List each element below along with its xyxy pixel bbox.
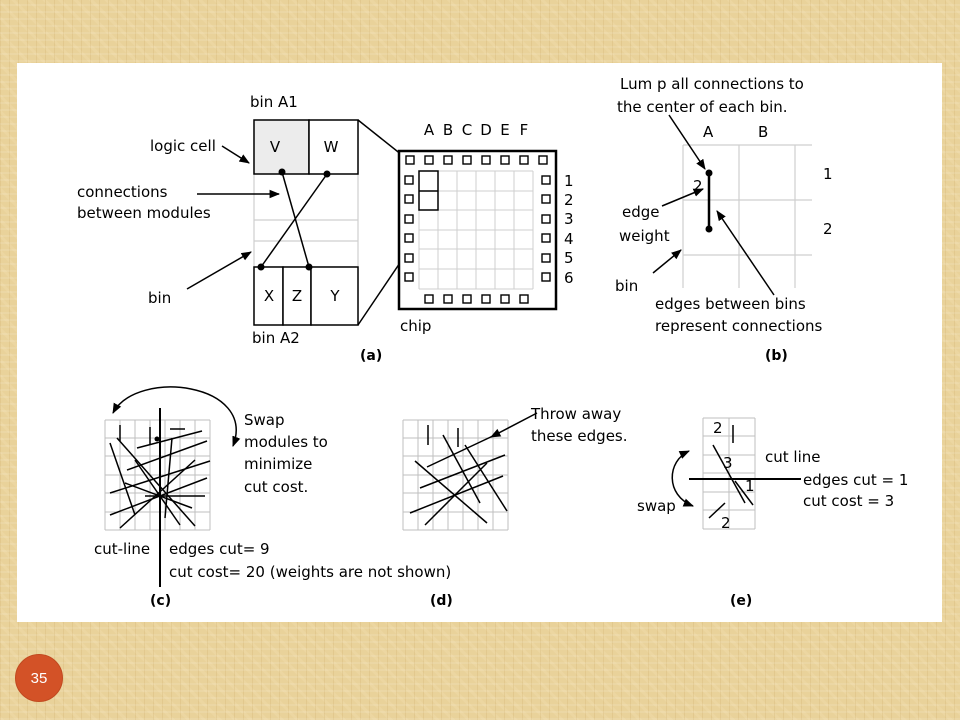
- col-label: A: [424, 121, 435, 139]
- lump-note-2: the center of each bin.: [617, 98, 788, 116]
- weight-top-e: 2: [713, 419, 723, 437]
- lump-note-1: Lum p all connections to: [620, 75, 804, 93]
- caption-a: (a): [360, 348, 382, 364]
- bin-edges-e: [708, 425, 754, 519]
- panel-b: Lum p all connections to the center of e…: [615, 75, 833, 364]
- pin-dot: [305, 263, 313, 271]
- panel-d: Throw away these edges. (d): [402, 405, 628, 609]
- cell-v: [253, 119, 310, 175]
- weight-value: 2: [693, 177, 703, 195]
- row-2-label: 2: [823, 220, 833, 238]
- weight-right-e: 1: [745, 477, 755, 495]
- swap-arrow-e: [671, 450, 694, 507]
- pin-dot: [323, 170, 331, 178]
- row-1-label: 1: [823, 165, 833, 183]
- row-label: 5: [564, 249, 574, 267]
- edges-cut-c: edges cut= 9: [169, 540, 270, 558]
- row-label: 4: [564, 230, 574, 248]
- bin-center-dot: [705, 169, 713, 177]
- bin-a2-label: bin A2: [252, 329, 300, 347]
- logic-cell-label: logic cell: [150, 137, 216, 155]
- bin-label-a: bin: [148, 289, 171, 307]
- edges-between-bins-arrow: [716, 210, 775, 296]
- cell-x-label: X: [264, 287, 274, 305]
- bin-a1-label: bin A1: [250, 93, 298, 111]
- chip-label: chip: [400, 317, 431, 335]
- row-label: 2: [564, 191, 574, 209]
- logic-cell-arrow: [221, 145, 250, 164]
- cell-w-label: W: [324, 138, 339, 156]
- pin-dot: [278, 168, 286, 176]
- caption-c: (c): [150, 593, 171, 609]
- bin-edges-d: [409, 425, 508, 526]
- panel-a: bin A1 logic cell connections between mo…: [77, 93, 574, 364]
- swap-note-4: cut cost.: [244, 478, 308, 496]
- panel-c: Swap modules to minimize cut cost. cut-l…: [94, 386, 451, 609]
- swap-arrow-c: [112, 386, 241, 447]
- edges-note-1: edges between bins: [655, 295, 806, 313]
- lump-arrow: [668, 114, 706, 170]
- pin-dot: [257, 263, 265, 271]
- bin-arrow-a: [186, 251, 252, 290]
- partitioning-figure: bin A1 logic cell connections between mo…: [77, 75, 908, 609]
- cut-cost-c: cut cost= 20 (weights are not shown): [169, 563, 451, 581]
- module-connections: [260, 171, 328, 268]
- col-label: C: [462, 121, 472, 139]
- io-pads: [404, 155, 551, 304]
- weight-mid-e: 3: [723, 454, 733, 472]
- bin-center-dot: [705, 225, 713, 233]
- col-label: E: [500, 121, 509, 139]
- cell-v-label: V: [270, 138, 281, 156]
- cut-cost-e: cut cost = 3: [803, 492, 894, 510]
- swap-note-3: minimize: [244, 455, 312, 473]
- throw-note-2: these edges.: [531, 427, 628, 445]
- bin-grid-b: [682, 144, 812, 288]
- cell-z: [282, 266, 312, 326]
- bin-edges-c: [109, 425, 211, 529]
- edge-weight-arrow: [661, 188, 704, 207]
- page-number-badge: 35: [15, 654, 63, 702]
- node-dot: [154, 436, 160, 442]
- panel-e: 2 3 1 2 swap cut line edges cut = 1 cut …: [637, 417, 908, 609]
- bin-arrow-b: [652, 249, 682, 274]
- swap-note-1: Swap: [244, 411, 285, 429]
- col-label: F: [520, 121, 529, 139]
- chip: [397, 149, 558, 311]
- row-label: 3: [564, 210, 574, 228]
- col-a-label: A: [703, 123, 714, 141]
- caption-d: (d): [430, 593, 453, 609]
- cell-z-label: Z: [292, 287, 302, 305]
- connections-label-2: between modules: [77, 204, 211, 222]
- throw-away-arrow: [490, 412, 538, 438]
- throw-note-1: Throw away: [530, 405, 621, 423]
- cell-w: [308, 119, 359, 175]
- col-label: D: [480, 121, 492, 139]
- row-label: 6: [564, 269, 574, 287]
- cut-line-label-c: cut-line: [94, 540, 150, 558]
- swap-label-e: swap: [637, 497, 676, 515]
- cell-y: [310, 266, 359, 326]
- caption-e: (e): [730, 593, 752, 609]
- slide-panel: bin A1 logic cell connections between mo…: [17, 63, 942, 622]
- col-b-label: B: [758, 123, 768, 141]
- cell-y-label: Y: [329, 287, 340, 305]
- caption-b: (b): [765, 348, 788, 364]
- edge-label: edge: [622, 203, 660, 221]
- weight-bottom-e: 2: [721, 514, 731, 532]
- edges-cut-e: edges cut = 1: [803, 471, 908, 489]
- connections-label-1: connections: [77, 183, 168, 201]
- edges-note-2: represent connections: [655, 317, 822, 335]
- row-label: 1: [564, 172, 574, 190]
- cut-line-label-e: cut line: [765, 448, 820, 466]
- col-label: B: [443, 121, 453, 139]
- swap-note-2: modules to: [244, 433, 328, 451]
- bin-label-b: bin: [615, 277, 638, 295]
- weight-label: weight: [619, 227, 670, 245]
